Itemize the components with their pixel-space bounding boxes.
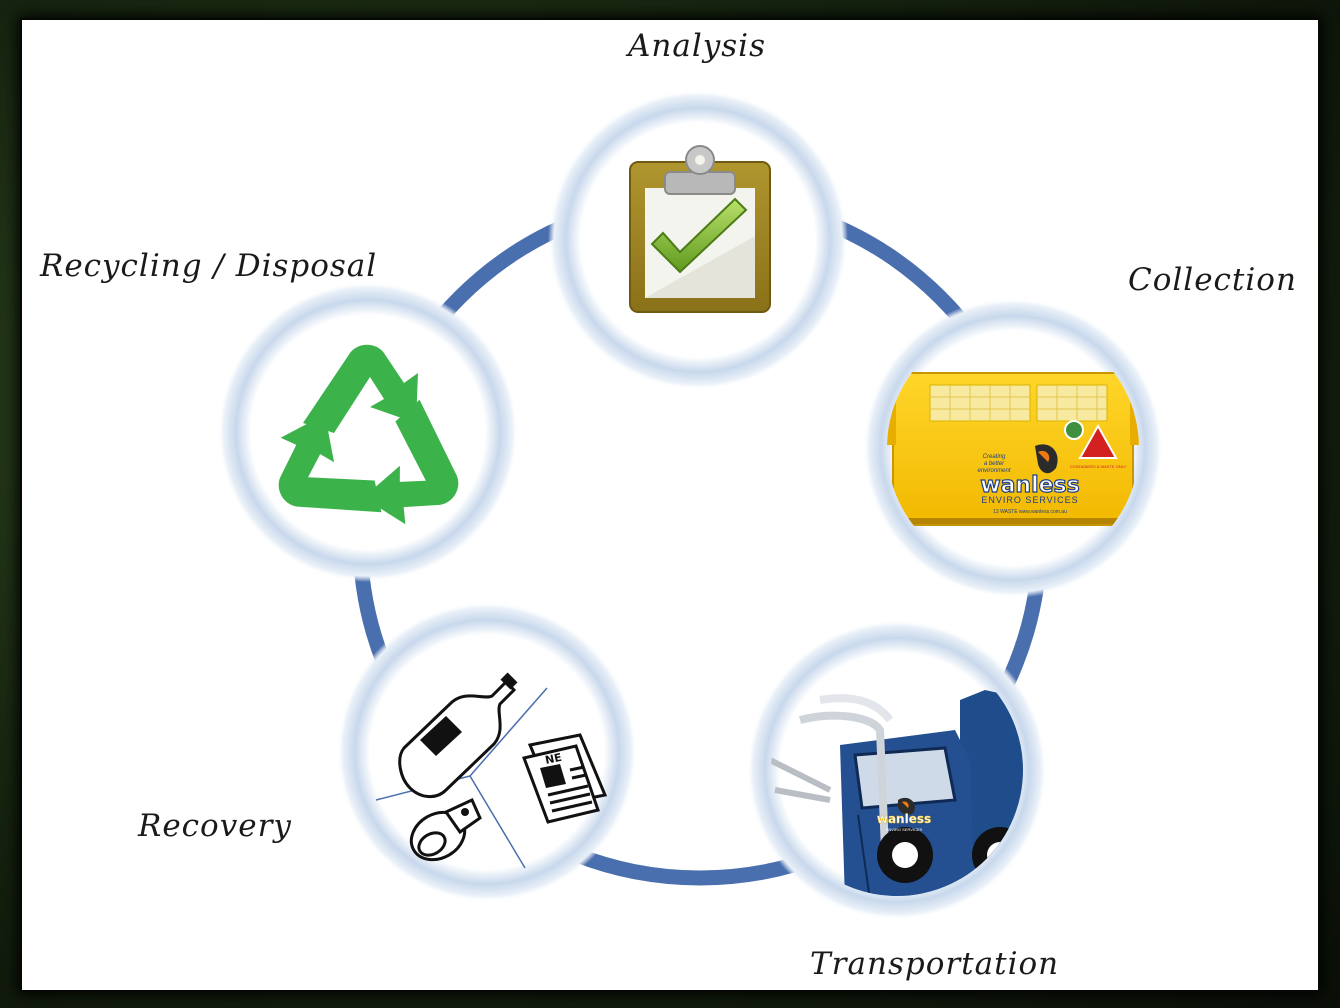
recycling-node — [218, 282, 518, 582]
bin-tagline-line-2: a better — [984, 461, 1005, 467]
bottle-icon — [398, 672, 518, 798]
stage-label-recycling: Recycling / Disposal — [40, 248, 378, 284]
bin-tagline-line-1: Creating — [983, 454, 1006, 460]
newspaper-masthead: NE — [544, 751, 563, 767]
bin-contact: 13 WASTE www.wanless.com.au — [993, 509, 1067, 515]
stage-label-transportation: Transportation — [810, 946, 1060, 982]
crushed-can-icon — [409, 798, 482, 862]
waste-bin-icon — [887, 372, 1139, 526]
bin-tagline-line-3: environment — [977, 468, 1010, 474]
recycle-icon — [278, 344, 459, 525]
bin-brand-subtitle: ENVIRO SERVICES — [981, 495, 1078, 505]
bin-warning: CONTAINERS & WASTE ONLY — [1070, 464, 1127, 469]
stage-label-collection: Collection — [1128, 262, 1297, 298]
truck-brand-subtitle: ENVIRO SERVICES — [886, 827, 923, 832]
stage-label-recovery: Recovery — [138, 808, 292, 844]
bin-brand-name: wanless — [980, 473, 1079, 498]
truck-brand-name: wanless — [877, 812, 931, 826]
stage-label-analysis: Analysis — [628, 28, 766, 64]
newspaper-icon — [521, 733, 608, 824]
clipboard-check-icon — [629, 145, 771, 313]
recyclables-icon: NE — [375, 672, 608, 869]
